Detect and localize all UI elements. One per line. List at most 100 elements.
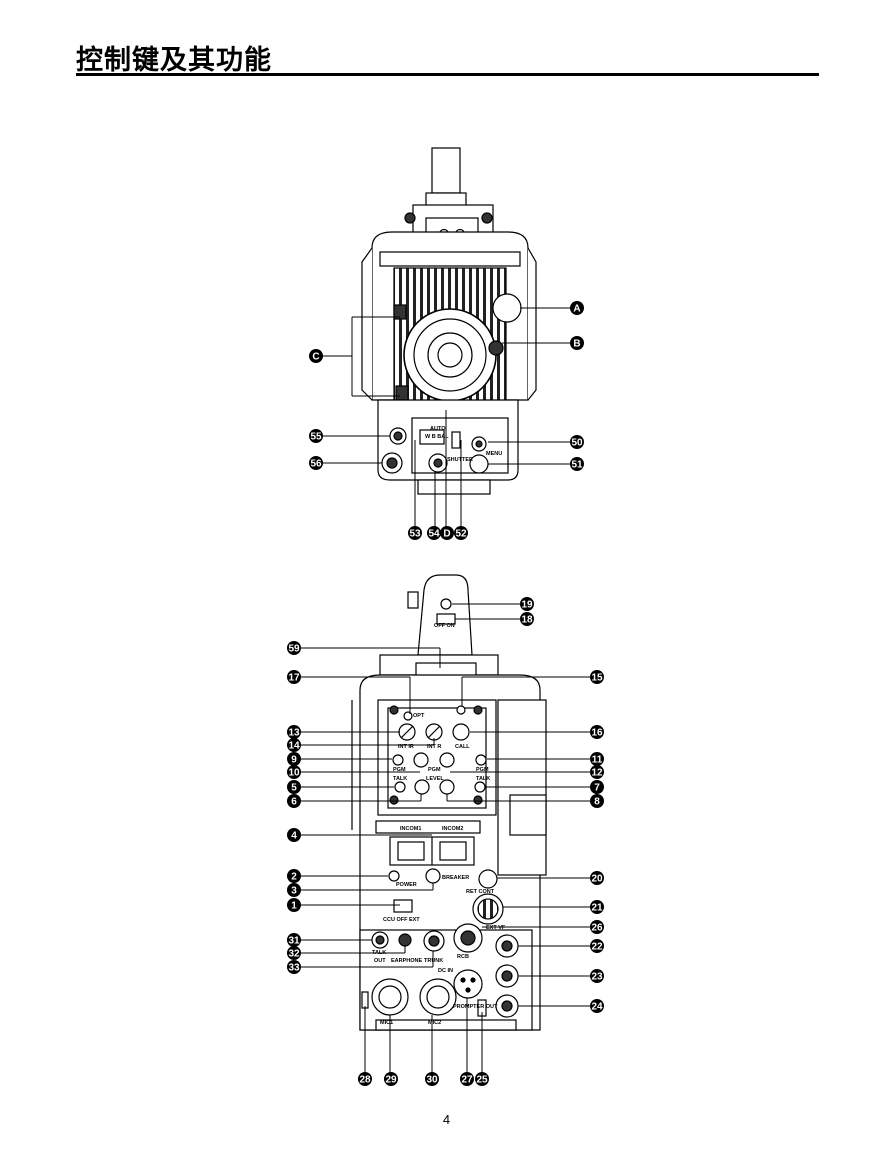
svg-text:59: 59: [288, 644, 300, 655]
callout-marker: 59: [287, 641, 301, 655]
svg-text:20: 20: [591, 874, 603, 885]
svg-text:19: 19: [521, 600, 533, 611]
callout-marker: 1: [287, 898, 301, 912]
svg-text:27: 27: [461, 1075, 473, 1086]
callout-marker: 4: [287, 828, 301, 842]
callout-marker: 10: [287, 765, 301, 779]
callout-marker: 21: [590, 900, 604, 914]
svg-text:33: 33: [288, 963, 300, 974]
svg-text:28: 28: [359, 1075, 371, 1086]
svg-text:29: 29: [385, 1075, 397, 1086]
svg-text:C: C: [312, 352, 319, 363]
callout-marker: 29: [384, 1072, 398, 1086]
svg-text:31: 31: [288, 936, 300, 947]
label-earphone: EARPHONE: [391, 958, 423, 964]
callouts-top: A B C 55 56 50 51 53 54 D 52: [309, 301, 584, 540]
callout-marker: 25: [475, 1072, 489, 1086]
callout-marker: 27: [460, 1072, 474, 1086]
callout-marker: 3: [287, 883, 301, 897]
svg-text:B: B: [573, 339, 580, 350]
callout-marker: 28: [358, 1072, 372, 1086]
svg-text:26: 26: [591, 923, 603, 934]
camera-rear-view: [351, 574, 547, 1031]
label-ret-cont: RET CONT: [466, 889, 495, 895]
svg-text:11: 11: [592, 755, 603, 766]
svg-text:7: 7: [594, 783, 600, 794]
svg-text:8: 8: [594, 797, 600, 808]
label-incom1: INCOM1: [400, 826, 421, 832]
svg-text:16: 16: [591, 728, 603, 739]
callout-marker: 30: [425, 1072, 439, 1086]
title-rule: [76, 73, 819, 76]
svg-text:17: 17: [288, 673, 300, 684]
label-rcb: RCB: [457, 954, 469, 960]
callout-marker: 15: [590, 670, 604, 684]
label-prompter-out: PROMPTER OUT: [453, 1004, 498, 1010]
callout-marker: 2: [287, 869, 301, 883]
callout-marker: 52: [454, 526, 468, 540]
callout-marker: 7: [590, 780, 604, 794]
svg-text:1: 1: [291, 901, 297, 912]
svg-text:24: 24: [591, 1002, 603, 1013]
callout-marker: 50: [570, 435, 584, 449]
label-trunk: TRUNK: [424, 958, 443, 964]
label-ccu-off-ext: CCU OFF EXT: [383, 917, 420, 923]
callout-marker: 26: [590, 920, 604, 934]
callout-marker: 56: [309, 456, 323, 470]
callout-marker: 23: [590, 969, 604, 983]
callouts-rear: 19 18 59 17 15 13 16 14 9 11 10 12 5 7 6…: [287, 597, 604, 1086]
label-pgm-center: PGM: [428, 767, 441, 773]
svg-text:5: 5: [291, 783, 297, 794]
callout-marker: 18: [520, 612, 534, 626]
callout-marker: D: [440, 526, 454, 540]
callout-marker: 31: [287, 933, 301, 947]
svg-text:12: 12: [591, 768, 603, 779]
callout-marker: 51: [570, 457, 584, 471]
callout-marker: A: [570, 301, 584, 315]
label-off-on: OFF ON: [434, 623, 455, 629]
label-pgm-left: PGM: [393, 767, 406, 773]
callout-marker: 16: [590, 725, 604, 739]
label-out: OUT: [374, 958, 386, 964]
label-dc-in: DC IN: [438, 968, 453, 974]
callout-marker: 17: [287, 670, 301, 684]
svg-text:22: 22: [591, 942, 603, 953]
label-int-r: INT R: [427, 744, 441, 750]
label-pgm-right: PGM: [476, 767, 489, 773]
callout-marker: 32: [287, 946, 301, 960]
label-ext-vf: EXT VF: [486, 925, 506, 931]
page-number: 4: [442, 1112, 451, 1127]
svg-text:53: 53: [409, 529, 421, 540]
svg-text:51: 51: [571, 460, 583, 471]
svg-text:14: 14: [288, 741, 300, 752]
label-power: POWER: [396, 882, 417, 888]
svg-text:4: 4: [291, 831, 297, 842]
svg-text:13: 13: [288, 728, 300, 739]
callout-marker: 33: [287, 960, 301, 974]
svg-text:9: 9: [291, 755, 297, 766]
label-auto: AUTO: [430, 426, 446, 432]
callout-marker: 9: [287, 752, 301, 766]
svg-text:54: 54: [428, 529, 440, 540]
callout-marker: 24: [590, 999, 604, 1013]
label-int-ir: INT IR: [398, 744, 414, 750]
svg-text:3: 3: [291, 886, 297, 897]
svg-text:30: 30: [426, 1075, 438, 1086]
label-opt: OPT: [413, 713, 425, 719]
svg-text:23: 23: [591, 972, 603, 983]
svg-text:56: 56: [310, 459, 322, 470]
camera-front-view: [361, 147, 537, 495]
svg-text:50: 50: [571, 438, 583, 449]
callout-marker: 14: [287, 738, 301, 752]
leader-lines-top: [322, 307, 570, 527]
label-mic2: MIC2: [428, 1020, 441, 1026]
callout-marker: 6: [287, 794, 301, 808]
svg-text:6: 6: [291, 797, 297, 808]
callout-marker: 53: [408, 526, 422, 540]
label-shutter: SHUTTER: [447, 457, 473, 463]
svg-text:A: A: [573, 304, 580, 315]
svg-text:18: 18: [521, 615, 533, 626]
svg-text:10: 10: [288, 768, 300, 779]
callout-marker: 12: [590, 765, 604, 779]
